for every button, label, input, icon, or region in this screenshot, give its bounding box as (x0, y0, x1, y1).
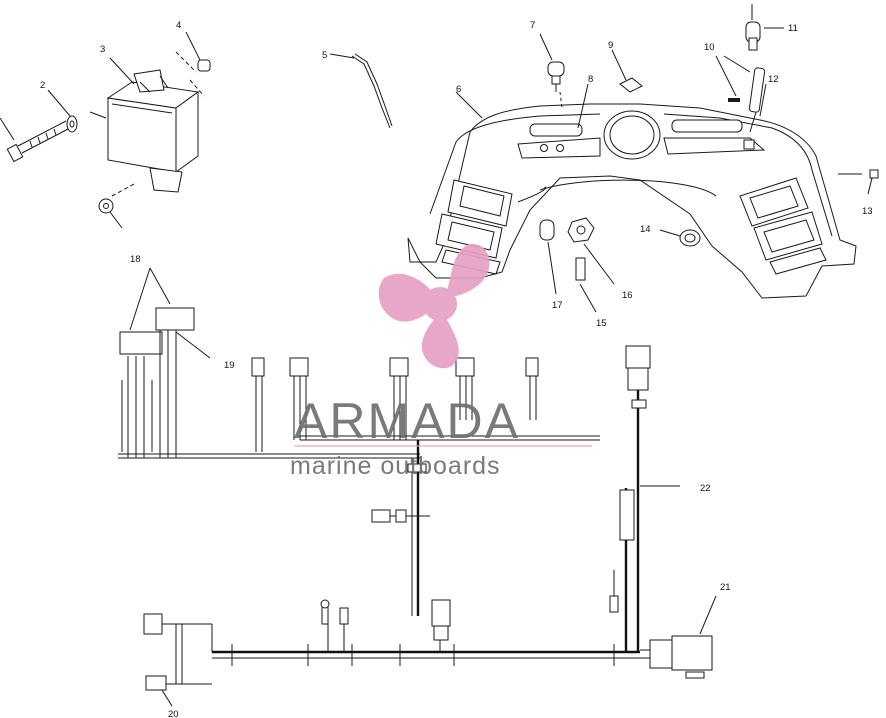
dash-panel-part (407, 91, 857, 299)
callout-19: 19 (224, 360, 235, 371)
callout-10: 10 (704, 42, 715, 53)
harness-part-20 (143, 613, 213, 707)
grommet-part-14 (659, 229, 701, 247)
propeller-logo-icon (378, 243, 490, 369)
watermark-subtitle: marine outboards (290, 452, 501, 480)
screw-part-13 (838, 169, 879, 195)
watermark-title: ARMADA (294, 393, 520, 449)
lever-part-10 (715, 55, 766, 133)
callout-20: 20 (168, 709, 179, 718)
callout-2: 2 (40, 80, 45, 91)
cdi-module-part (89, 57, 200, 193)
callout-22: 22 (700, 483, 711, 494)
leader-12 (759, 83, 767, 117)
callout-13: 13 (862, 206, 873, 217)
bolt-part (0, 117, 71, 163)
callout-15: 15 (596, 318, 607, 329)
knob-part-7 (539, 33, 565, 109)
callout-4: 4 (176, 20, 181, 31)
callout-labels: 2 3 4 5 6 7 8 9 10 11 12 13 14 15 16 17 … (40, 20, 873, 718)
callout-3: 3 (100, 44, 105, 55)
watermark: ARMADA marine outboards (290, 243, 592, 480)
callout-21: 21 (720, 582, 731, 593)
ring-terminal-part (98, 183, 135, 229)
switch-part-8 (577, 83, 589, 129)
bulb-part-17 (539, 219, 557, 295)
nut-part-16 (567, 217, 615, 285)
callout-14: 14 (640, 224, 651, 235)
callout-11: 11 (788, 23, 798, 34)
harness-part-18 (119, 267, 211, 458)
callout-18: 18 (130, 254, 141, 265)
callout-9: 9 (608, 40, 613, 51)
main-harness-wires (118, 435, 640, 666)
callout-5: 5 (322, 50, 327, 61)
harness-part-19 (251, 357, 539, 452)
callout-12: 12 (768, 74, 779, 85)
harness-part-22 (609, 345, 680, 652)
clip-part-9 (611, 49, 643, 93)
callout-6: 6 (456, 84, 461, 95)
cable-tie-part (329, 53, 393, 129)
harness-part-21 (640, 595, 717, 679)
callout-16: 16 (622, 290, 633, 301)
grommet-part (175, 31, 211, 97)
callout-17: 17 (552, 300, 563, 311)
callout-7: 7 (530, 20, 535, 31)
callout-8: 8 (588, 74, 593, 85)
fuse-part-15 (575, 257, 597, 313)
washer-part (47, 89, 78, 133)
lamp-part-11 (745, 4, 784, 51)
